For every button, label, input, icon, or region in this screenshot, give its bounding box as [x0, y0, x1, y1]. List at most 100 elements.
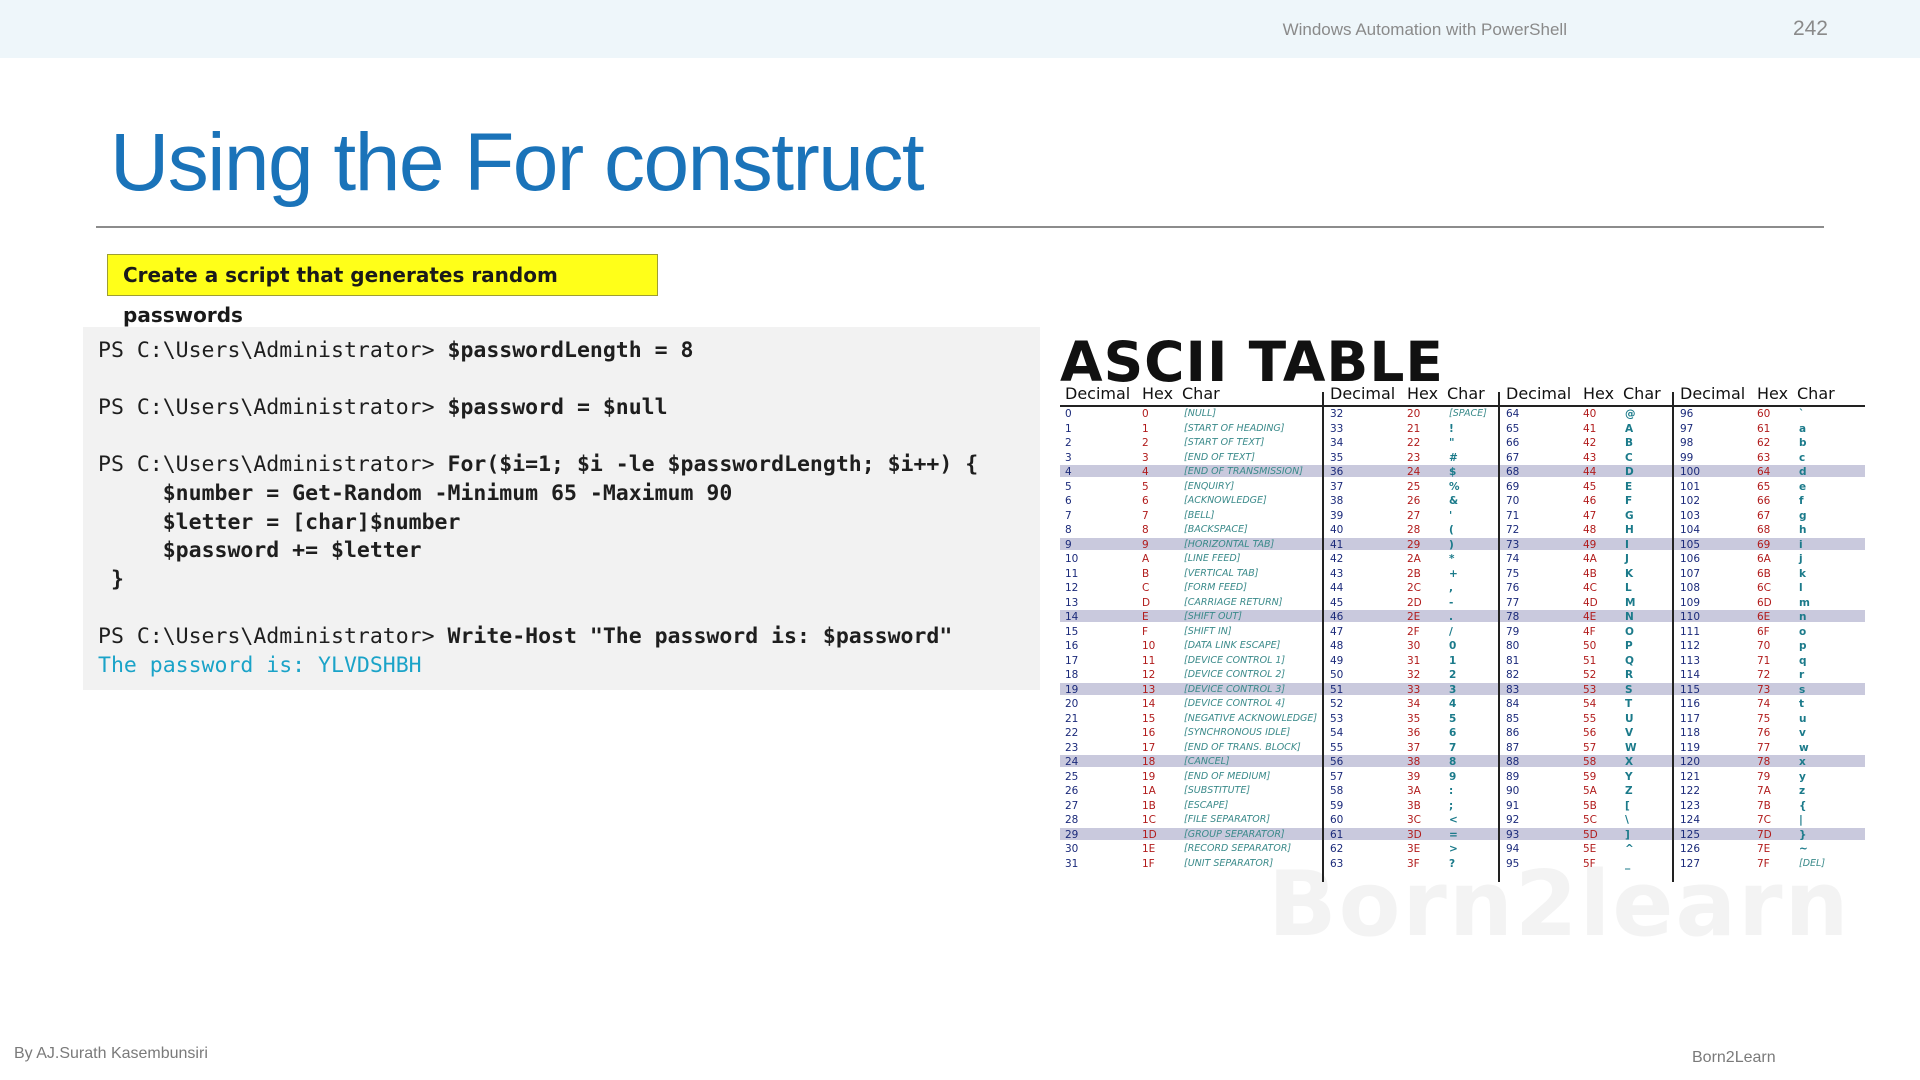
ascii-char: B [1625, 437, 1634, 449]
ascii-column-header: Decimal [1330, 384, 1396, 403]
ascii-decimal: 47 [1330, 625, 1344, 638]
ascii-char: b [1799, 437, 1807, 449]
ascii-char: [DEVICE CONTROL 3] [1184, 683, 1286, 695]
ascii-hex: 4A [1583, 553, 1597, 565]
ascii-char: 2 [1449, 669, 1457, 681]
ascii-column-header: Char [1623, 384, 1661, 403]
ascii-decimal: 13 [1065, 596, 1079, 609]
ascii-hex: 79 [1757, 770, 1771, 783]
ascii-hex: 25 [1407, 480, 1421, 493]
console-command-line: PS C:\Users\Administrator> For($i=1; $i … [98, 451, 1040, 480]
ascii-hex: 2A [1407, 553, 1421, 565]
ascii-decimal: 98 [1680, 437, 1694, 449]
ascii-char: U [1625, 712, 1634, 725]
ascii-decimal: 36 [1330, 466, 1344, 478]
ascii-hex: 5A [1583, 785, 1597, 797]
ascii-char: } [1799, 828, 1807, 841]
ascii-decimal: 114 [1680, 669, 1701, 681]
ascii-char: = [1449, 828, 1458, 841]
ascii-decimal: 71 [1506, 509, 1520, 522]
ascii-hex: 35 [1407, 712, 1421, 725]
ascii-column-divider [1322, 392, 1324, 882]
ascii-decimal: 101 [1680, 480, 1701, 493]
ascii-char: ' [1449, 509, 1453, 522]
ascii-decimal: 52 [1330, 698, 1344, 710]
ascii-decimal: 5 [1065, 480, 1072, 493]
ascii-hex: D [1142, 596, 1151, 609]
console-command: Write-Host "The password is: $password" [447, 623, 953, 649]
ascii-hex: 28 [1407, 524, 1421, 536]
ascii-char: [END OF TRANSMISSION] [1184, 466, 1303, 477]
ascii-decimal: 22 [1065, 727, 1079, 739]
ascii-decimal: 51 [1330, 683, 1344, 696]
ascii-char: 0 [1449, 640, 1457, 652]
ascii-decimal: 87 [1506, 741, 1520, 754]
ascii-hex: 44 [1583, 466, 1597, 478]
ascii-hex: 68 [1757, 524, 1771, 536]
ascii-char: > [1449, 843, 1458, 855]
ascii-decimal: 3 [1065, 451, 1072, 464]
ascii-char: 6 [1449, 727, 1457, 739]
ascii-hex: 26 [1407, 495, 1421, 507]
ascii-hex: 71 [1757, 654, 1771, 667]
ascii-char: [UNIT SEPARATOR] [1184, 857, 1274, 869]
ascii-hex: 75 [1757, 712, 1771, 725]
ascii-char: [START OF TEXT] [1184, 437, 1265, 448]
ascii-hex: 2E [1407, 611, 1421, 623]
ascii-decimal: 84 [1506, 698, 1520, 710]
ascii-decimal: 76 [1506, 582, 1520, 594]
ascii-char: X [1625, 756, 1634, 768]
ascii-hex: E [1142, 611, 1149, 623]
ascii-decimal: 49 [1330, 654, 1344, 667]
ascii-hex: 20 [1407, 408, 1421, 420]
slide-header-bar: Windows Automation with PowerShell 242 [0, 0, 1920, 58]
ascii-decimal: 39 [1330, 509, 1344, 522]
ascii-char: [DEVICE CONTROL 2] [1184, 669, 1286, 680]
ascii-decimal: 31 [1065, 857, 1079, 870]
ascii-hex: 48 [1583, 524, 1597, 536]
ascii-char: t [1799, 698, 1805, 710]
ascii-decimal: 29 [1065, 828, 1079, 841]
ascii-char: f [1799, 495, 1804, 507]
ascii-char: J [1625, 553, 1629, 565]
ascii-decimal: 1 [1065, 422, 1072, 435]
ascii-decimal: 61 [1330, 828, 1344, 841]
ascii-char: 4 [1449, 698, 1457, 710]
ascii-decimal: 95 [1506, 857, 1520, 870]
ascii-row-highlight [1060, 682, 1865, 695]
ascii-decimal: 126 [1680, 843, 1701, 855]
ascii-hex: 2 [1142, 437, 1149, 449]
ascii-hex: 30 [1407, 640, 1421, 652]
ascii-char: [HORIZONTAL TAB] [1184, 538, 1275, 550]
ascii-char: ` [1799, 408, 1805, 420]
ascii-char: [GROUP SEPARATOR] [1184, 828, 1285, 840]
ascii-char: [ENQUIRY] [1184, 480, 1235, 492]
ascii-row-highlight [1060, 465, 1865, 477]
ascii-hex: 7E [1757, 843, 1771, 855]
ascii-char: & [1449, 495, 1459, 507]
ascii-char: M [1625, 596, 1636, 609]
ascii-decimal: 7 [1065, 509, 1072, 522]
ascii-hex: 6E [1757, 611, 1771, 623]
ascii-column-divider [1672, 392, 1674, 882]
ascii-char: Y [1625, 770, 1633, 783]
ascii-char: " [1449, 437, 1455, 449]
ascii-hex: 7C [1757, 814, 1772, 826]
ascii-hex: 70 [1757, 640, 1771, 652]
ascii-char: I [1625, 538, 1629, 551]
ascii-decimal: 103 [1680, 509, 1701, 522]
ascii-char: ! [1449, 422, 1454, 435]
ascii-decimal: 97 [1680, 422, 1694, 435]
ascii-char: / [1449, 625, 1453, 638]
ascii-decimal: 73 [1506, 538, 1520, 551]
ascii-hex: 1D [1142, 828, 1157, 841]
ascii-decimal: 27 [1065, 799, 1079, 812]
ascii-decimal: 75 [1506, 567, 1520, 580]
ascii-char: 7 [1449, 741, 1457, 754]
ascii-char: W [1625, 741, 1637, 754]
ascii-char: % [1449, 480, 1460, 493]
ascii-hex: 53 [1583, 683, 1597, 696]
ascii-column-header: Decimal [1506, 384, 1572, 403]
ascii-char: : [1449, 785, 1454, 797]
ascii-decimal: 43 [1330, 567, 1344, 580]
